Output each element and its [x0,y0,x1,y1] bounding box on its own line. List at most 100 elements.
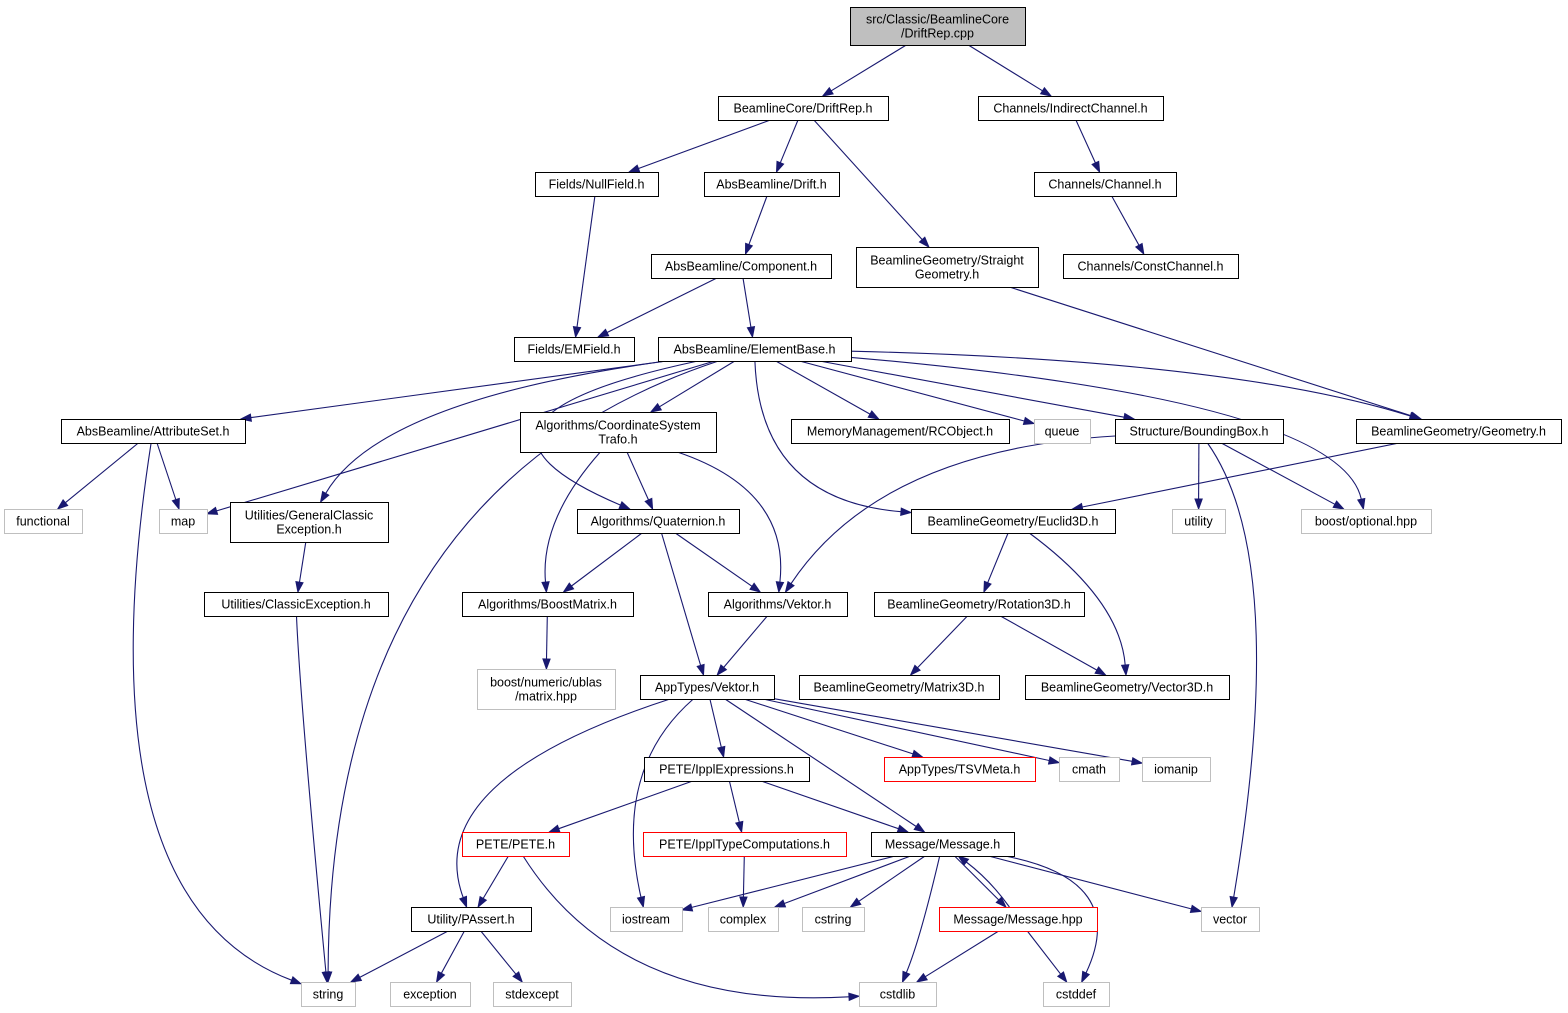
node-drift[interactable]: AbsBeamline/Drift.h [704,172,840,197]
edge-elementbase-to-map [216,360,715,512]
node-label: queue [1045,425,1080,439]
node-string: string [301,982,356,1007]
node-emfield[interactable]: Fields/EMField.h [514,337,635,362]
node-box [462,592,634,617]
node-pete[interactable]: PETE/PETE.h [462,832,570,857]
edge-arrowhead [773,899,787,908]
edge-coordtrafo-to-boostmatrix [544,451,601,583]
node-channel[interactable]: Channels/Channel.h [1034,172,1177,197]
node-label: BeamlineGeometry/Matrix3D.h [814,681,985,695]
edge-boundingbox-to-boostoptional [1221,442,1336,505]
node-rcobject[interactable]: MemoryManagement/RCObject.h [791,419,1010,444]
node-passert[interactable]: Utility/PAssert.h [411,907,532,932]
node-box [493,982,572,1007]
node-box [651,254,832,279]
edge-attributeset-to-map [156,442,177,500]
edge-rotation3d-to-matrix3d [917,615,968,669]
node-boostmatrix[interactable]: Algorithms/BoostMatrix.h [462,592,634,617]
node-box [535,172,659,197]
edge-pete-to-cstdlib [522,855,850,999]
node-label: Fields/NullField.h [549,178,645,192]
edge-geometry-to-euclid3d [1082,442,1400,508]
edge-arrowhead [734,820,744,834]
node-classicexc[interactable]: Utilities/ClassicException.h [204,592,389,617]
node-box [884,757,1036,782]
edge-arrowhead [1022,416,1036,425]
node-label: BeamlineGeometry/Geometry.h [1371,425,1546,439]
node-box [1142,757,1211,782]
node-matrix3d[interactable]: BeamlineGeometry/Matrix3D.h [799,675,1000,700]
edge-message_h-to-cstdlib [905,855,941,974]
node-message_hpp[interactable]: Message/Message.hpp [939,907,1098,932]
edge-elementbase-to-boostoptional [850,356,1362,500]
node-label: src/Classic/BeamlineCore [866,13,1009,27]
node-euclid3d[interactable]: BeamlineGeometry/Euclid3D.h [911,509,1116,534]
edge-appvektor-to-passert [456,698,671,898]
edge-root-to-indirectchannel [968,44,1043,92]
node-ipplexpr[interactable]: PETE/IpplExpressions.h [644,757,810,782]
edge-arrowhead [542,658,551,671]
edge-channel-to-constchannel [1111,195,1140,246]
node-component[interactable]: AbsBeamline/Component.h [651,254,832,279]
node-constchannel[interactable]: Channels/ConstChannel.h [1063,254,1239,279]
node-label: PETE/PETE.h [476,838,555,852]
edge-arrowhead [901,970,911,984]
edge-arrowhead [918,236,930,249]
edge-quaternion-to-boostmatrix [571,532,643,587]
node-box [850,7,1026,46]
node-label: Geometry.h [915,268,979,282]
node-cstring: cstring [802,907,865,932]
edge-algvektor-to-appvektor [723,615,768,668]
node-cstddef: cstddef [1043,982,1110,1007]
node-label: vector [1213,913,1247,927]
node-ippltypecomp[interactable]: PETE/IpplTypeComputations.h [643,832,847,857]
node-tsvmeta[interactable]: AppTypes/TSVMeta.h [884,757,1036,782]
node-label: AbsBeamline/ElementBase.h [674,343,836,357]
node-label: iostream [622,913,670,927]
node-attributeset[interactable]: AbsBeamline/AttributeSet.h [61,419,246,444]
node-vector3d[interactable]: BeamlineGeometry/Vector3D.h [1025,675,1230,700]
node-algvektor[interactable]: Algorithms/Vektor.h [708,592,848,617]
node-box [1034,419,1091,444]
edge-pete-to-passert [482,855,509,899]
edge-arrowhead [775,160,785,174]
node-root[interactable]: src/Classic/BeamlineCore/DriftRep.cpp [850,7,1026,46]
node-box [230,502,389,543]
edge-component-to-elementbase [742,277,752,328]
node-driftrep_h[interactable]: BeamlineCore/DriftRep.h [718,96,889,121]
edge-component-to-emfield [606,277,718,333]
node-appvektor[interactable]: AppTypes/Vektor.h [640,675,775,700]
node-label: exception [403,988,457,1002]
edge-arrowhead [1039,86,1053,97]
edge-root-to-driftrep_h [830,44,907,92]
edge-arrowhead [618,500,632,510]
node-message_h[interactable]: Message/Message.h [871,832,1015,857]
node-geometry[interactable]: BeamlineGeometry/Geometry.h [1356,419,1562,444]
edge-arrowhead [716,664,728,677]
node-box [477,669,616,710]
node-nullfield[interactable]: Fields/NullField.h [535,172,659,197]
node-box [159,509,208,534]
edge-arrowhead [636,895,646,909]
node-label: Fields/EMField.h [527,343,620,357]
node-boundingbox[interactable]: Structure/BoundingBox.h [1115,419,1284,444]
edge-arrowhead [596,328,610,338]
edge-appvektor-to-ipplexpr [709,698,722,748]
node-indirectchannel[interactable]: Channels/IndirectChannel.h [978,96,1164,121]
node-box [640,675,775,700]
node-stdexcept: stdexcept [493,982,572,1007]
node-elementbase[interactable]: AbsBeamline/ElementBase.h [658,337,852,362]
edge-appvektor-to-iomanip [773,698,1133,762]
edge-drift-to-component [748,195,768,245]
node-label: utility [1184,515,1213,529]
edge-arrowhead [1189,904,1203,913]
node-quaternion[interactable]: Algorithms/Quaternion.h [577,509,740,534]
node-box [1059,757,1120,782]
node-label: cstring [815,913,852,927]
node-rotation3d[interactable]: BeamlineGeometry/Rotation3D.h [874,592,1085,617]
edge-arrowhead [696,663,705,677]
